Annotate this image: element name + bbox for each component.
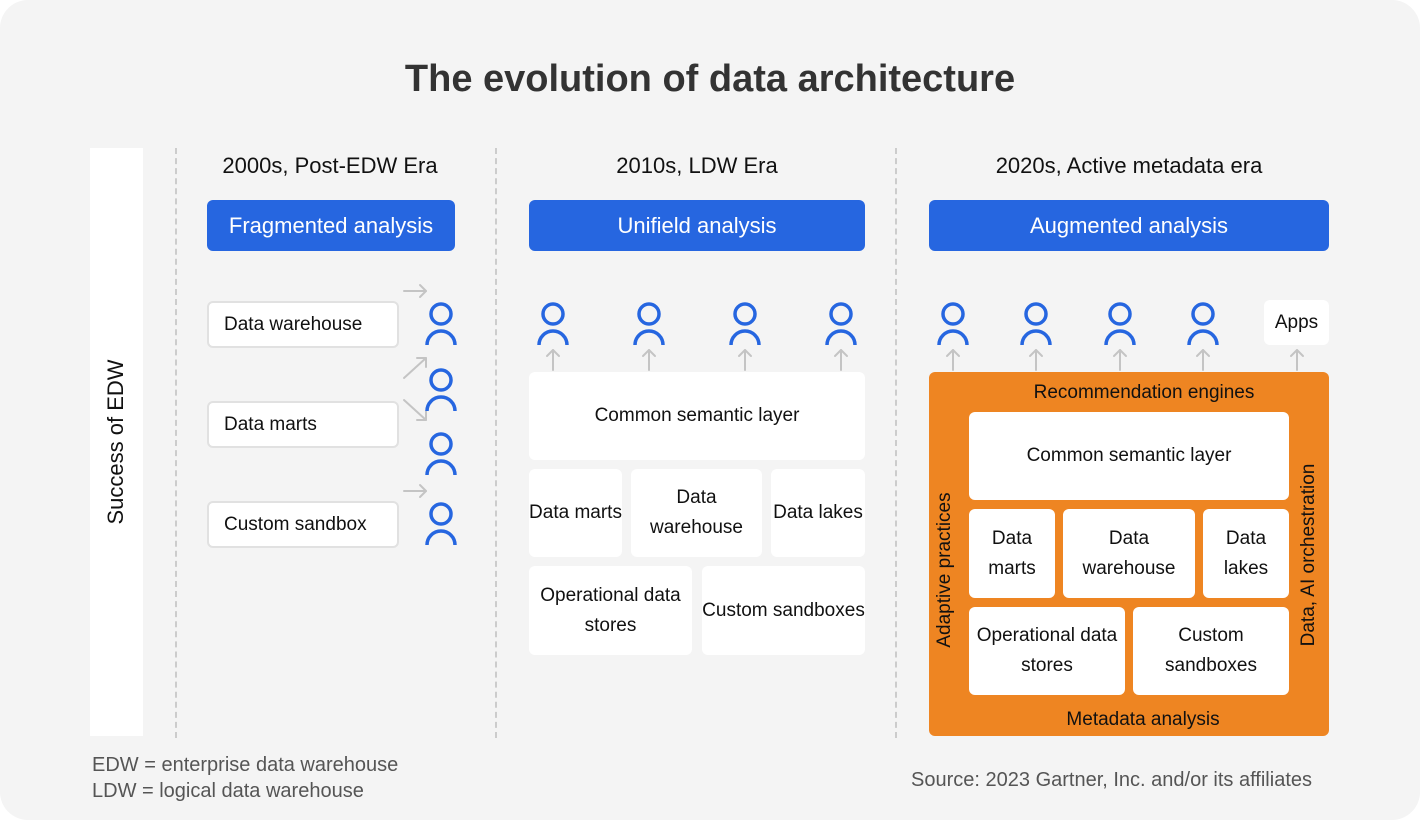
arrow-up-icon xyxy=(1113,349,1127,371)
source-note: Source: 2023 Gartner, Inc. and/or its af… xyxy=(911,769,1312,791)
page-title: The evolution of data architecture xyxy=(404,58,1016,100)
user-icon xyxy=(1019,301,1053,347)
user-icon xyxy=(632,301,666,347)
era-2-custom-sandboxes: Custom sandboxes xyxy=(702,566,865,655)
era-2-pill: Unifield analysis xyxy=(529,200,865,251)
era-3-semantic-layer: Common semantic layer xyxy=(969,412,1289,500)
era-1-pill: Fragmented analysis xyxy=(207,200,455,251)
user-icon xyxy=(1103,301,1137,347)
arrow-up-icon xyxy=(738,349,752,371)
user-icon xyxy=(1186,301,1220,347)
user-icon xyxy=(424,367,458,413)
arrow-up-icon xyxy=(1290,349,1304,371)
era-2-data-marts: Data marts xyxy=(529,469,622,557)
era-3-data-lakes: Data lakes xyxy=(1203,509,1289,598)
arrow-right-icon xyxy=(403,284,427,298)
side-bar xyxy=(90,148,143,736)
era-3-top-label: Recommendation engines xyxy=(1033,382,1255,403)
user-icon xyxy=(536,301,570,347)
era-3-apps: Apps xyxy=(1264,300,1329,345)
era-1-box-custom-sandbox: Custom sandbox xyxy=(207,501,399,548)
side-label: Success of EDW xyxy=(103,359,128,525)
user-icon xyxy=(936,301,970,347)
era-3-data-marts: Data marts xyxy=(969,509,1055,598)
era-1-arrows xyxy=(403,284,427,498)
era-3-operational-data-stores: Operational data stores xyxy=(969,607,1125,695)
arrow-up-icon xyxy=(1196,349,1210,371)
user-icon xyxy=(824,301,858,347)
arrow-right-icon xyxy=(403,484,427,498)
era-2-semantic-layer: Common semantic layer xyxy=(529,372,865,460)
era-3-pill: Augmented analysis xyxy=(929,200,1329,251)
era-2-heading: 2010s, LDW Era xyxy=(616,153,778,178)
era-2-up-arrows xyxy=(546,349,848,371)
divider-2 xyxy=(495,148,497,738)
divider-3 xyxy=(895,148,897,738)
era-2-data-lakes: Data lakes xyxy=(771,469,865,557)
arrow-up-right-icon xyxy=(403,357,427,379)
era-3-data-warehouse: Data warehouse xyxy=(1063,509,1195,598)
era-1-heading: 2000s, Post-EDW Era xyxy=(222,153,438,178)
era-3-left-label: Adaptive practices xyxy=(934,492,955,648)
arrow-up-icon xyxy=(946,349,960,371)
era-2-data-warehouse: Data warehouse xyxy=(631,469,762,557)
era-1-box-data-warehouse: Data warehouse xyxy=(207,301,399,348)
divider-1 xyxy=(175,148,177,738)
arrow-up-icon xyxy=(546,349,560,371)
arrow-up-icon xyxy=(642,349,656,371)
era-3-bottom-label: Metadata analysis xyxy=(1066,709,1220,730)
era-1-box-data-marts: Data marts xyxy=(207,401,399,448)
era-3-heading: 2020s, Active metadata era xyxy=(995,153,1263,178)
era-2-operational-data-stores: Operational data stores xyxy=(529,566,692,655)
footnote-ldw: LDW = logical data warehouse xyxy=(92,780,364,802)
user-icon xyxy=(424,501,458,547)
arrow-up-icon xyxy=(834,349,848,371)
user-icon xyxy=(728,301,762,347)
user-icon xyxy=(424,301,458,347)
era-3-up-arrows xyxy=(946,349,1304,371)
era-3-custom-sandboxes: Custom sandboxes xyxy=(1133,607,1289,695)
user-icon xyxy=(424,431,458,477)
arrow-up-icon xyxy=(1029,349,1043,371)
footnote-edw: EDW = enterprise data warehouse xyxy=(92,754,399,776)
era-3-right-label: Data, AI orchestration xyxy=(1298,463,1319,647)
arrow-down-right-icon xyxy=(403,399,427,421)
footnotes: EDW = enterprise data warehouse LDW = lo… xyxy=(92,752,398,804)
